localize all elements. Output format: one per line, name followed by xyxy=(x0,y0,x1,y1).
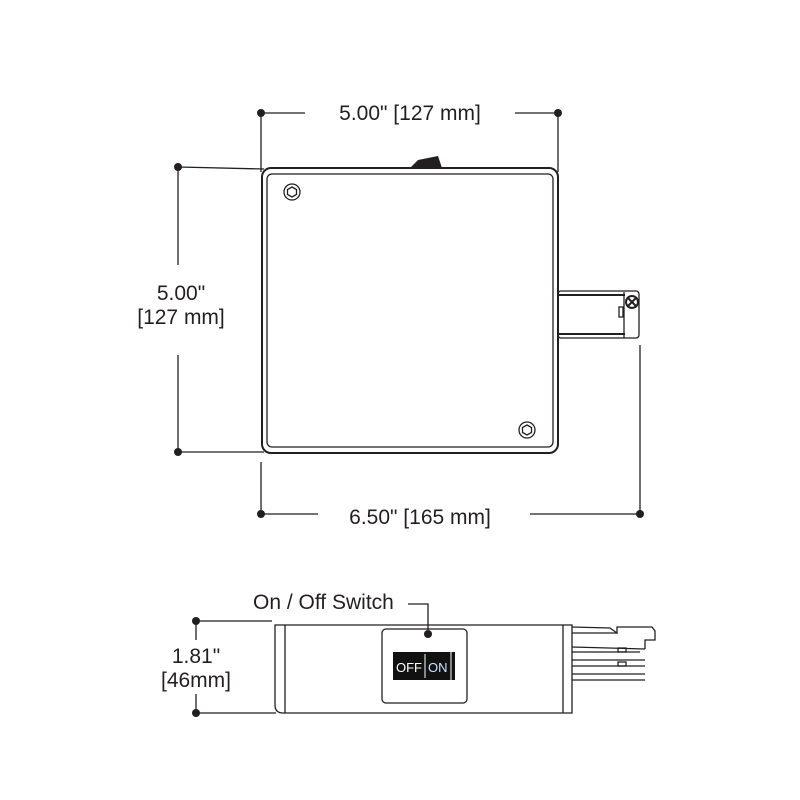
switch-notch xyxy=(410,156,442,168)
top-height-mm-label: [127 mm] xyxy=(137,306,225,329)
top-width-dimension: 5.00" [127 mm] xyxy=(257,102,562,172)
switch-on-label: ON xyxy=(428,660,448,675)
switch-callout-label: On / Off Switch xyxy=(253,591,394,614)
switch-callout: On / Off Switch xyxy=(253,591,432,638)
side-height-inch-label: 1.81" xyxy=(172,645,220,668)
screw-icon xyxy=(518,421,536,439)
overall-width-dimension: 6.50" [165 mm] xyxy=(257,345,644,529)
top-height-inch-label: 5.00" xyxy=(157,282,205,305)
top-width-label: 5.00" [127 mm] xyxy=(339,102,481,125)
overall-width-label: 6.50" [165 mm] xyxy=(349,506,491,529)
side-view-connector xyxy=(571,626,656,681)
side-height-dimension: 1.81" [46mm] xyxy=(161,617,276,717)
screw-icon xyxy=(283,183,301,201)
top-height-dimension: 5.00" [127 mm] xyxy=(137,163,265,456)
side-view-housing xyxy=(274,624,573,714)
top-view-connector xyxy=(557,290,640,339)
side-height-mm-label: [46mm] xyxy=(161,669,231,692)
top-view-housing xyxy=(261,156,559,454)
on-off-switch[interactable]: OFF ON xyxy=(381,628,468,704)
switch-off-label: OFF xyxy=(396,660,422,675)
